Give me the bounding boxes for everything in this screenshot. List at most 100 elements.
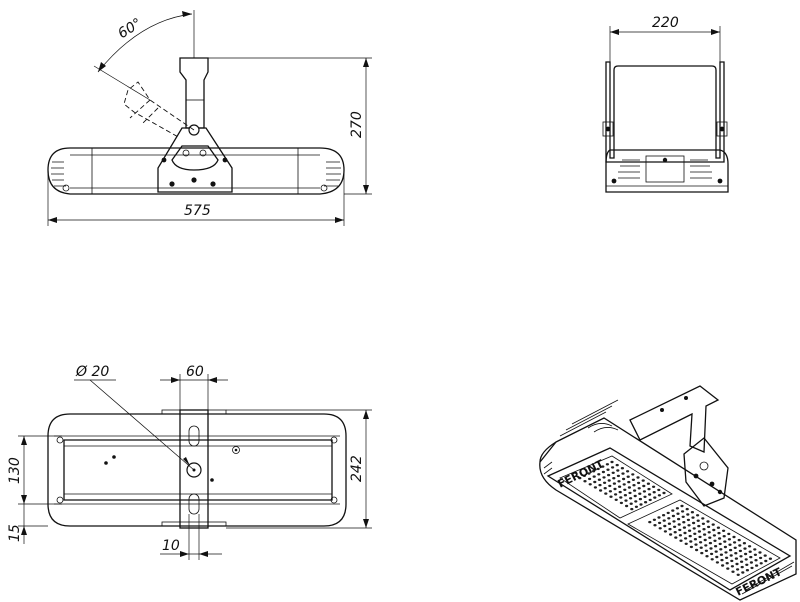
led-dot: [743, 547, 747, 550]
led-dot: [764, 559, 768, 563]
led-dot: [732, 535, 736, 539]
led-dot: [611, 466, 615, 469]
led-dot: [687, 524, 691, 527]
led-dot: [619, 496, 623, 499]
led-dot: [692, 527, 696, 530]
led-dot: [648, 498, 652, 502]
led-dot: [658, 527, 662, 530]
led-dot: [719, 548, 723, 551]
length-dimension: 575: [47, 170, 345, 226]
led-dot: [597, 478, 602, 481]
led-dot: [644, 501, 648, 504]
led-dot: [768, 557, 773, 560]
led-dot: [730, 565, 735, 568]
led-dot: [646, 482, 651, 485]
led-dot: [622, 483, 626, 486]
led-dot: [711, 523, 715, 526]
led-dot: [710, 552, 714, 556]
led-dot: [693, 532, 697, 535]
led-dot: [699, 541, 703, 544]
led-dot: [663, 530, 668, 533]
led-dot: [593, 486, 598, 489]
led-dot: [658, 521, 662, 525]
led-dot: [722, 529, 726, 532]
hole-diameter-label: Ø 20: [75, 364, 109, 380]
led-dot: [636, 476, 640, 479]
led-dot: [735, 562, 739, 566]
led-dot: [606, 468, 610, 471]
led-dot: [642, 490, 647, 493]
side-view-tilted-bracket: [123, 81, 195, 139]
led-dot: [759, 562, 763, 565]
led-dot: [740, 560, 744, 563]
led-dot: [707, 525, 711, 529]
led-dot: [714, 545, 718, 548]
led-dot: [596, 467, 600, 471]
led-dot: [745, 563, 749, 566]
led-dot: [674, 536, 678, 539]
led-dot: [723, 540, 727, 543]
led-dot: [672, 520, 676, 523]
hole-diameter-dimension: Ø 20: [74, 364, 195, 471]
led-dot: [648, 520, 652, 524]
led-dot: [666, 511, 670, 515]
led-dot: [696, 519, 700, 522]
height-dimension: 270: [208, 57, 372, 195]
led-dot: [740, 565, 744, 569]
side-view: 60° 270 575: [47, 10, 372, 226]
led-dot: [628, 491, 632, 495]
led-dot: [675, 507, 680, 510]
led-dot: [619, 501, 624, 505]
led-dot: [681, 515, 685, 518]
led-dot: [736, 573, 740, 576]
led-dot: [623, 494, 628, 497]
led-dot: [689, 540, 693, 543]
led-dot: [718, 537, 722, 540]
depth-dimension: 242: [226, 409, 372, 529]
led-dot: [582, 474, 587, 477]
height-label: 270: [349, 111, 365, 138]
led-dot: [614, 493, 618, 496]
led-dot: [627, 486, 632, 489]
led-dot: [607, 473, 611, 477]
led-dot: [618, 485, 622, 488]
led-dot: [671, 514, 676, 518]
bracket-width-dimension: 60: [160, 364, 228, 410]
led-dot: [748, 550, 752, 553]
led-dot: [669, 533, 673, 536]
led-dot: [602, 476, 606, 479]
led-dot: [612, 482, 617, 485]
led-dot: [703, 538, 707, 542]
led-dot: [652, 518, 657, 521]
led-dot: [741, 571, 745, 574]
edge-offset-label: 15: [7, 524, 23, 542]
slot-width-label: 10: [162, 538, 180, 554]
led-dot: [707, 531, 711, 534]
led-dot: [634, 505, 639, 508]
led-dot: [728, 543, 732, 546]
led-dot: [727, 532, 731, 536]
slot-spacing-dimension: 130: [7, 435, 62, 505]
led-dot: [729, 548, 733, 552]
led-dot: [678, 534, 683, 537]
led-dot: [684, 537, 688, 540]
led-dot: [603, 487, 607, 490]
led-dot: [704, 549, 709, 552]
led-dot: [671, 509, 675, 512]
led-dot: [715, 561, 720, 564]
led-dot: [701, 522, 706, 525]
led-dot: [744, 552, 748, 556]
led-dot: [733, 541, 737, 544]
led-dot: [677, 517, 681, 521]
led-dot: [588, 477, 592, 481]
angle-label: 60°: [115, 15, 145, 42]
led-dot: [737, 538, 741, 542]
led-dot: [701, 517, 705, 520]
led-dot: [647, 487, 651, 491]
top-view-bracket: [161, 409, 227, 529]
led-dot: [637, 481, 641, 485]
iso-end-fins: [543, 461, 795, 595]
led-dot: [700, 551, 704, 555]
led-dot: [715, 555, 719, 559]
led-dot: [682, 521, 686, 524]
